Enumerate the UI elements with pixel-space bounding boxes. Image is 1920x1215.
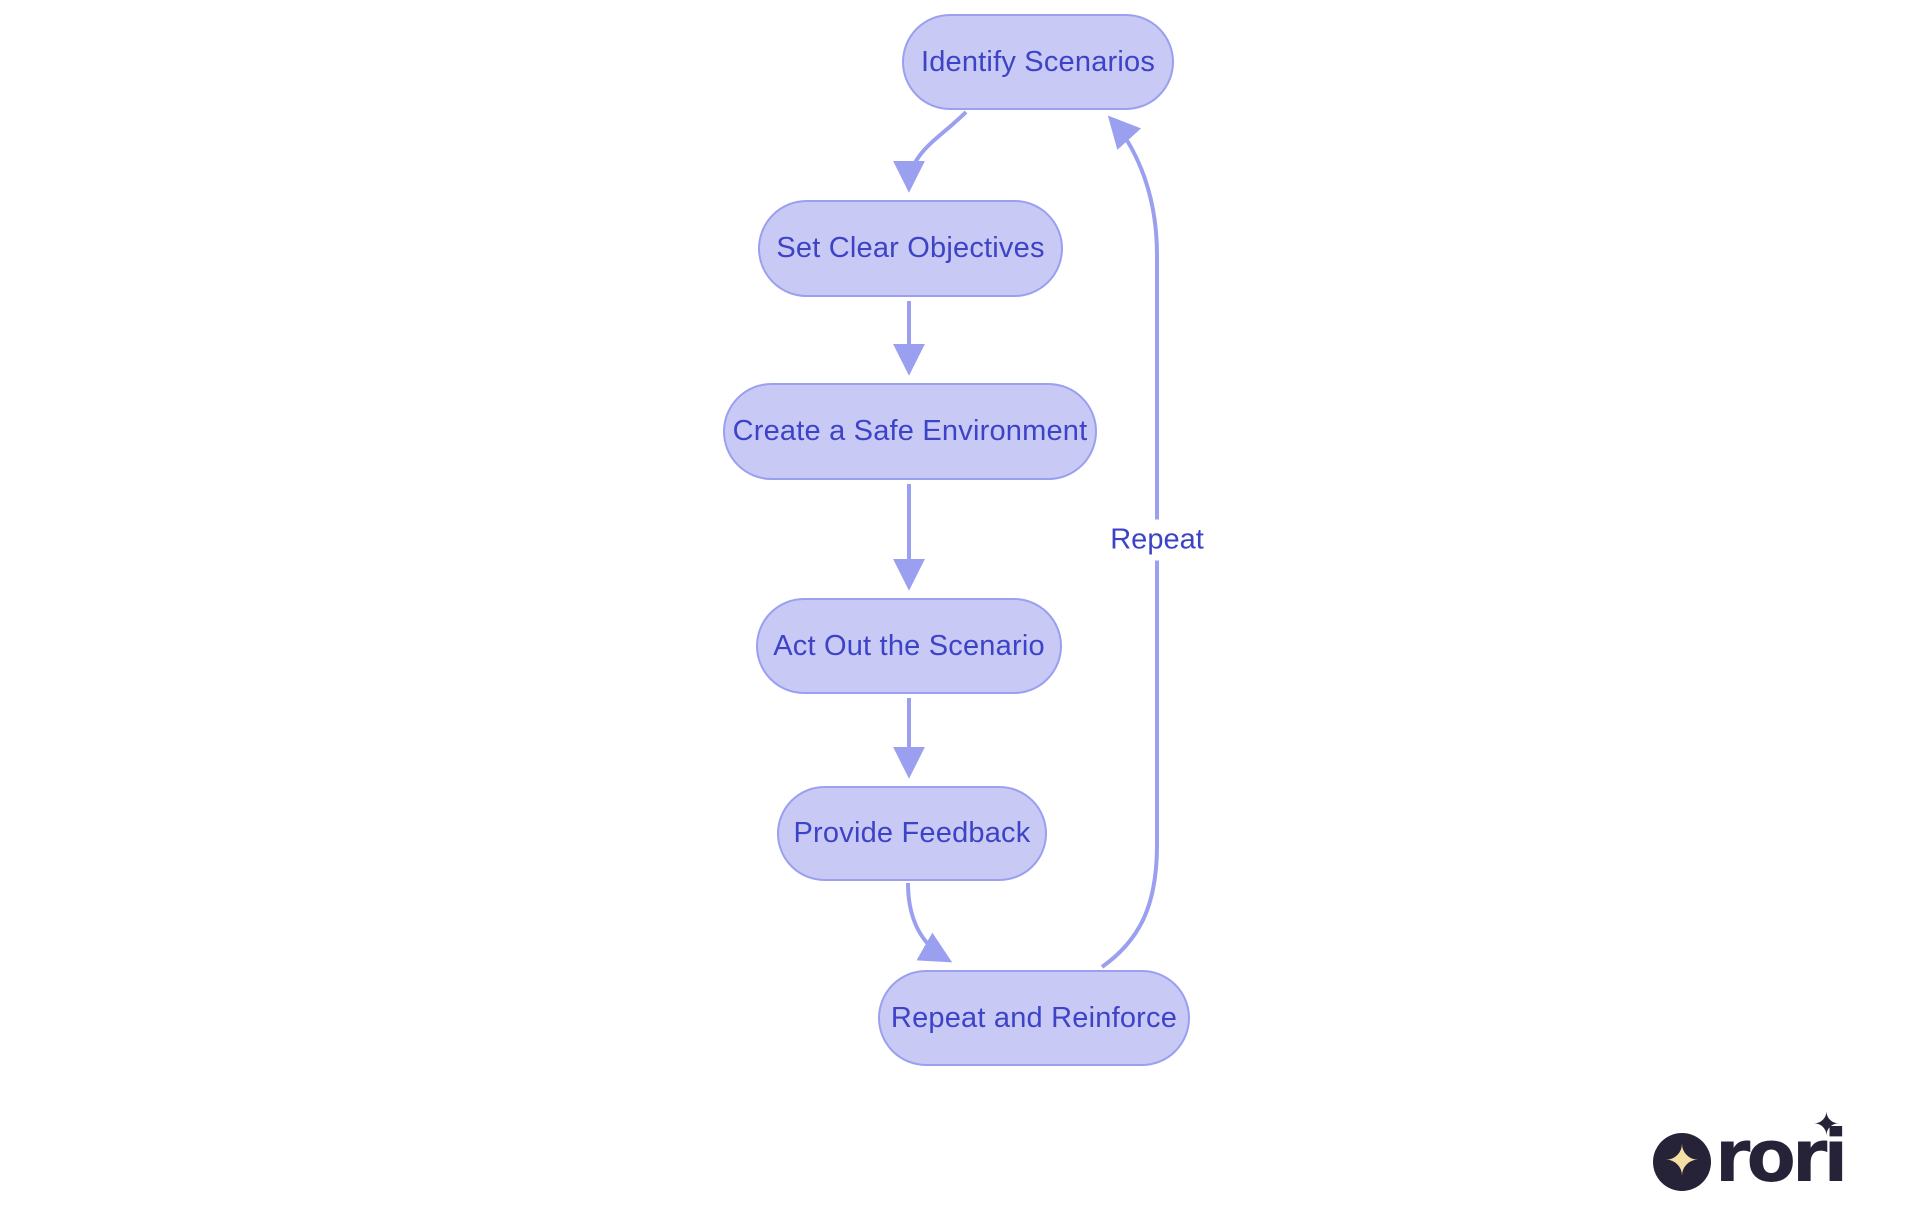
logo-wordmark: rori [1715, 1114, 1848, 1198]
logo-emblem-circle: ✦ [1653, 1133, 1711, 1191]
edge-label-repeat: Repeat [1100, 519, 1214, 561]
node-label: Create a Safe Environment [732, 415, 1088, 447]
edge-identify-to-objectives [893, 110, 968, 193]
edge-feedback-to-repeat [906, 882, 953, 963]
node-label: Repeat and Reinforce [890, 1001, 1178, 1034]
rori-logo: ✦ rori ✦ [1645, 1108, 1915, 1203]
node-set-clear-objectives: Set Clear Objectives [758, 200, 1063, 297]
node-label: Identify Scenarios [920, 45, 1156, 78]
node-label: Provide Feedback [793, 817, 1031, 849]
node-repeat-and-reinforce: Repeat and Reinforce [878, 970, 1190, 1066]
node-create-safe-environment: Create a Safe Environment [723, 383, 1097, 480]
node-label: Act Out the Scenario [773, 629, 1045, 662]
node-label: Set Clear Objectives [776, 232, 1045, 264]
sparkle-icon: ✦ [1664, 1137, 1700, 1184]
node-identify-scenarios: Identify Scenarios [902, 14, 1174, 110]
node-provide-feedback: Provide Feedback [777, 786, 1047, 881]
node-act-out-scenario: Act Out the Scenario [756, 598, 1062, 694]
sparkle-icon: ✦ [1813, 1106, 1840, 1142]
